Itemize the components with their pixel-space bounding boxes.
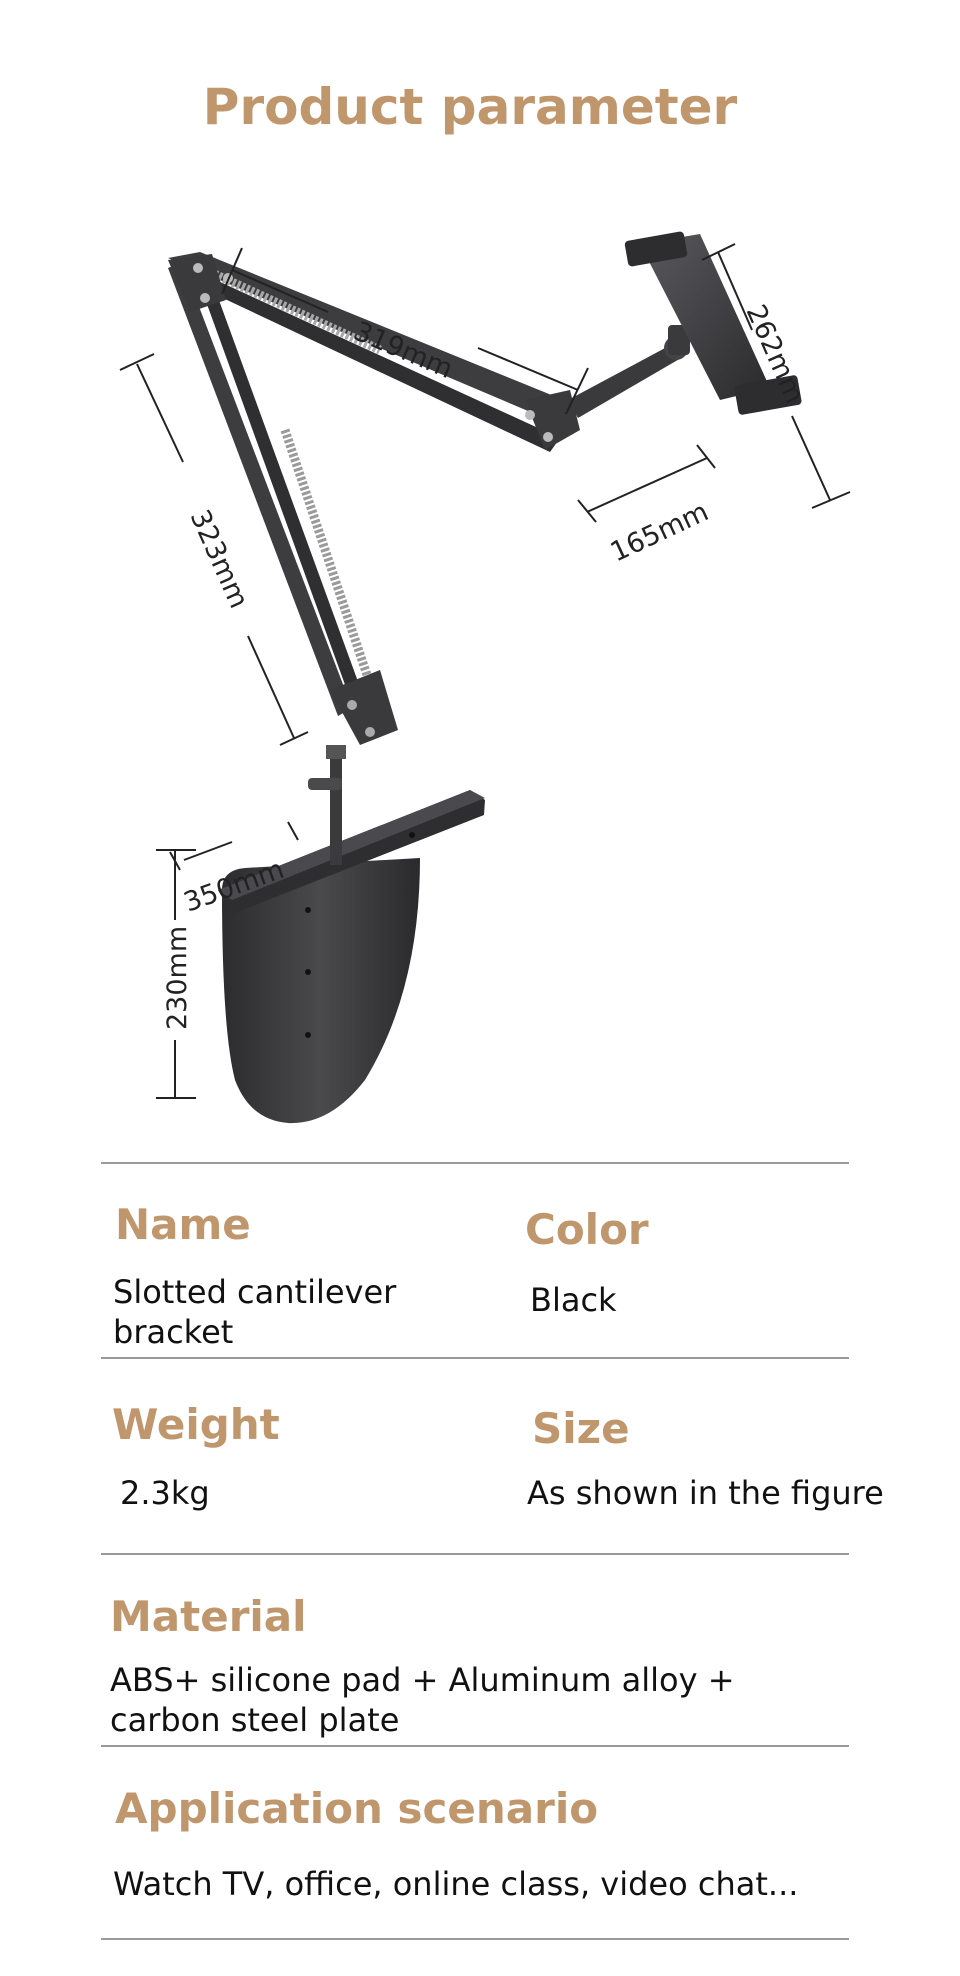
application-label: Application scenario xyxy=(115,1784,599,1833)
product-diagram: 319mm 262mm 165mm 323mm 350mm 230mm xyxy=(119,231,851,1124)
color-value: Black xyxy=(530,1281,617,1319)
dim-label-clamp-height: 230mm xyxy=(162,926,193,1030)
material-value-line1: ABS+ silicone pad + Aluminum alloy + xyxy=(110,1661,735,1699)
color-label: Color xyxy=(525,1205,649,1254)
material-label: Material xyxy=(110,1592,307,1641)
material-value-line2: carbon steel plate xyxy=(110,1701,400,1739)
dim-label-lower-arm: 323mm xyxy=(184,505,255,613)
clamp-base xyxy=(218,790,485,1124)
lower-arm xyxy=(168,262,398,745)
divider xyxy=(101,1938,849,1940)
divider xyxy=(101,1162,849,1164)
upper-arm xyxy=(168,252,580,452)
name-value-line1: Slotted cantilever xyxy=(113,1273,397,1311)
tablet-holder xyxy=(568,231,802,418)
divider xyxy=(101,1553,849,1555)
size-label: Size xyxy=(532,1404,630,1453)
size-value: As shown in the figure xyxy=(527,1474,884,1512)
page-title: Product parameter xyxy=(202,78,738,136)
name-label: Name xyxy=(115,1200,251,1249)
application-value: Watch TV, office, online class, video ch… xyxy=(113,1865,799,1903)
weight-value: 2.3kg xyxy=(120,1474,210,1512)
pole xyxy=(308,745,346,865)
dimension-lines xyxy=(119,243,851,1099)
weight-label: Weight xyxy=(112,1400,280,1449)
name-value-line2: bracket xyxy=(113,1313,234,1351)
divider xyxy=(101,1357,849,1359)
dim-label-holder-arm: 165mm xyxy=(606,496,713,568)
divider xyxy=(101,1745,849,1747)
